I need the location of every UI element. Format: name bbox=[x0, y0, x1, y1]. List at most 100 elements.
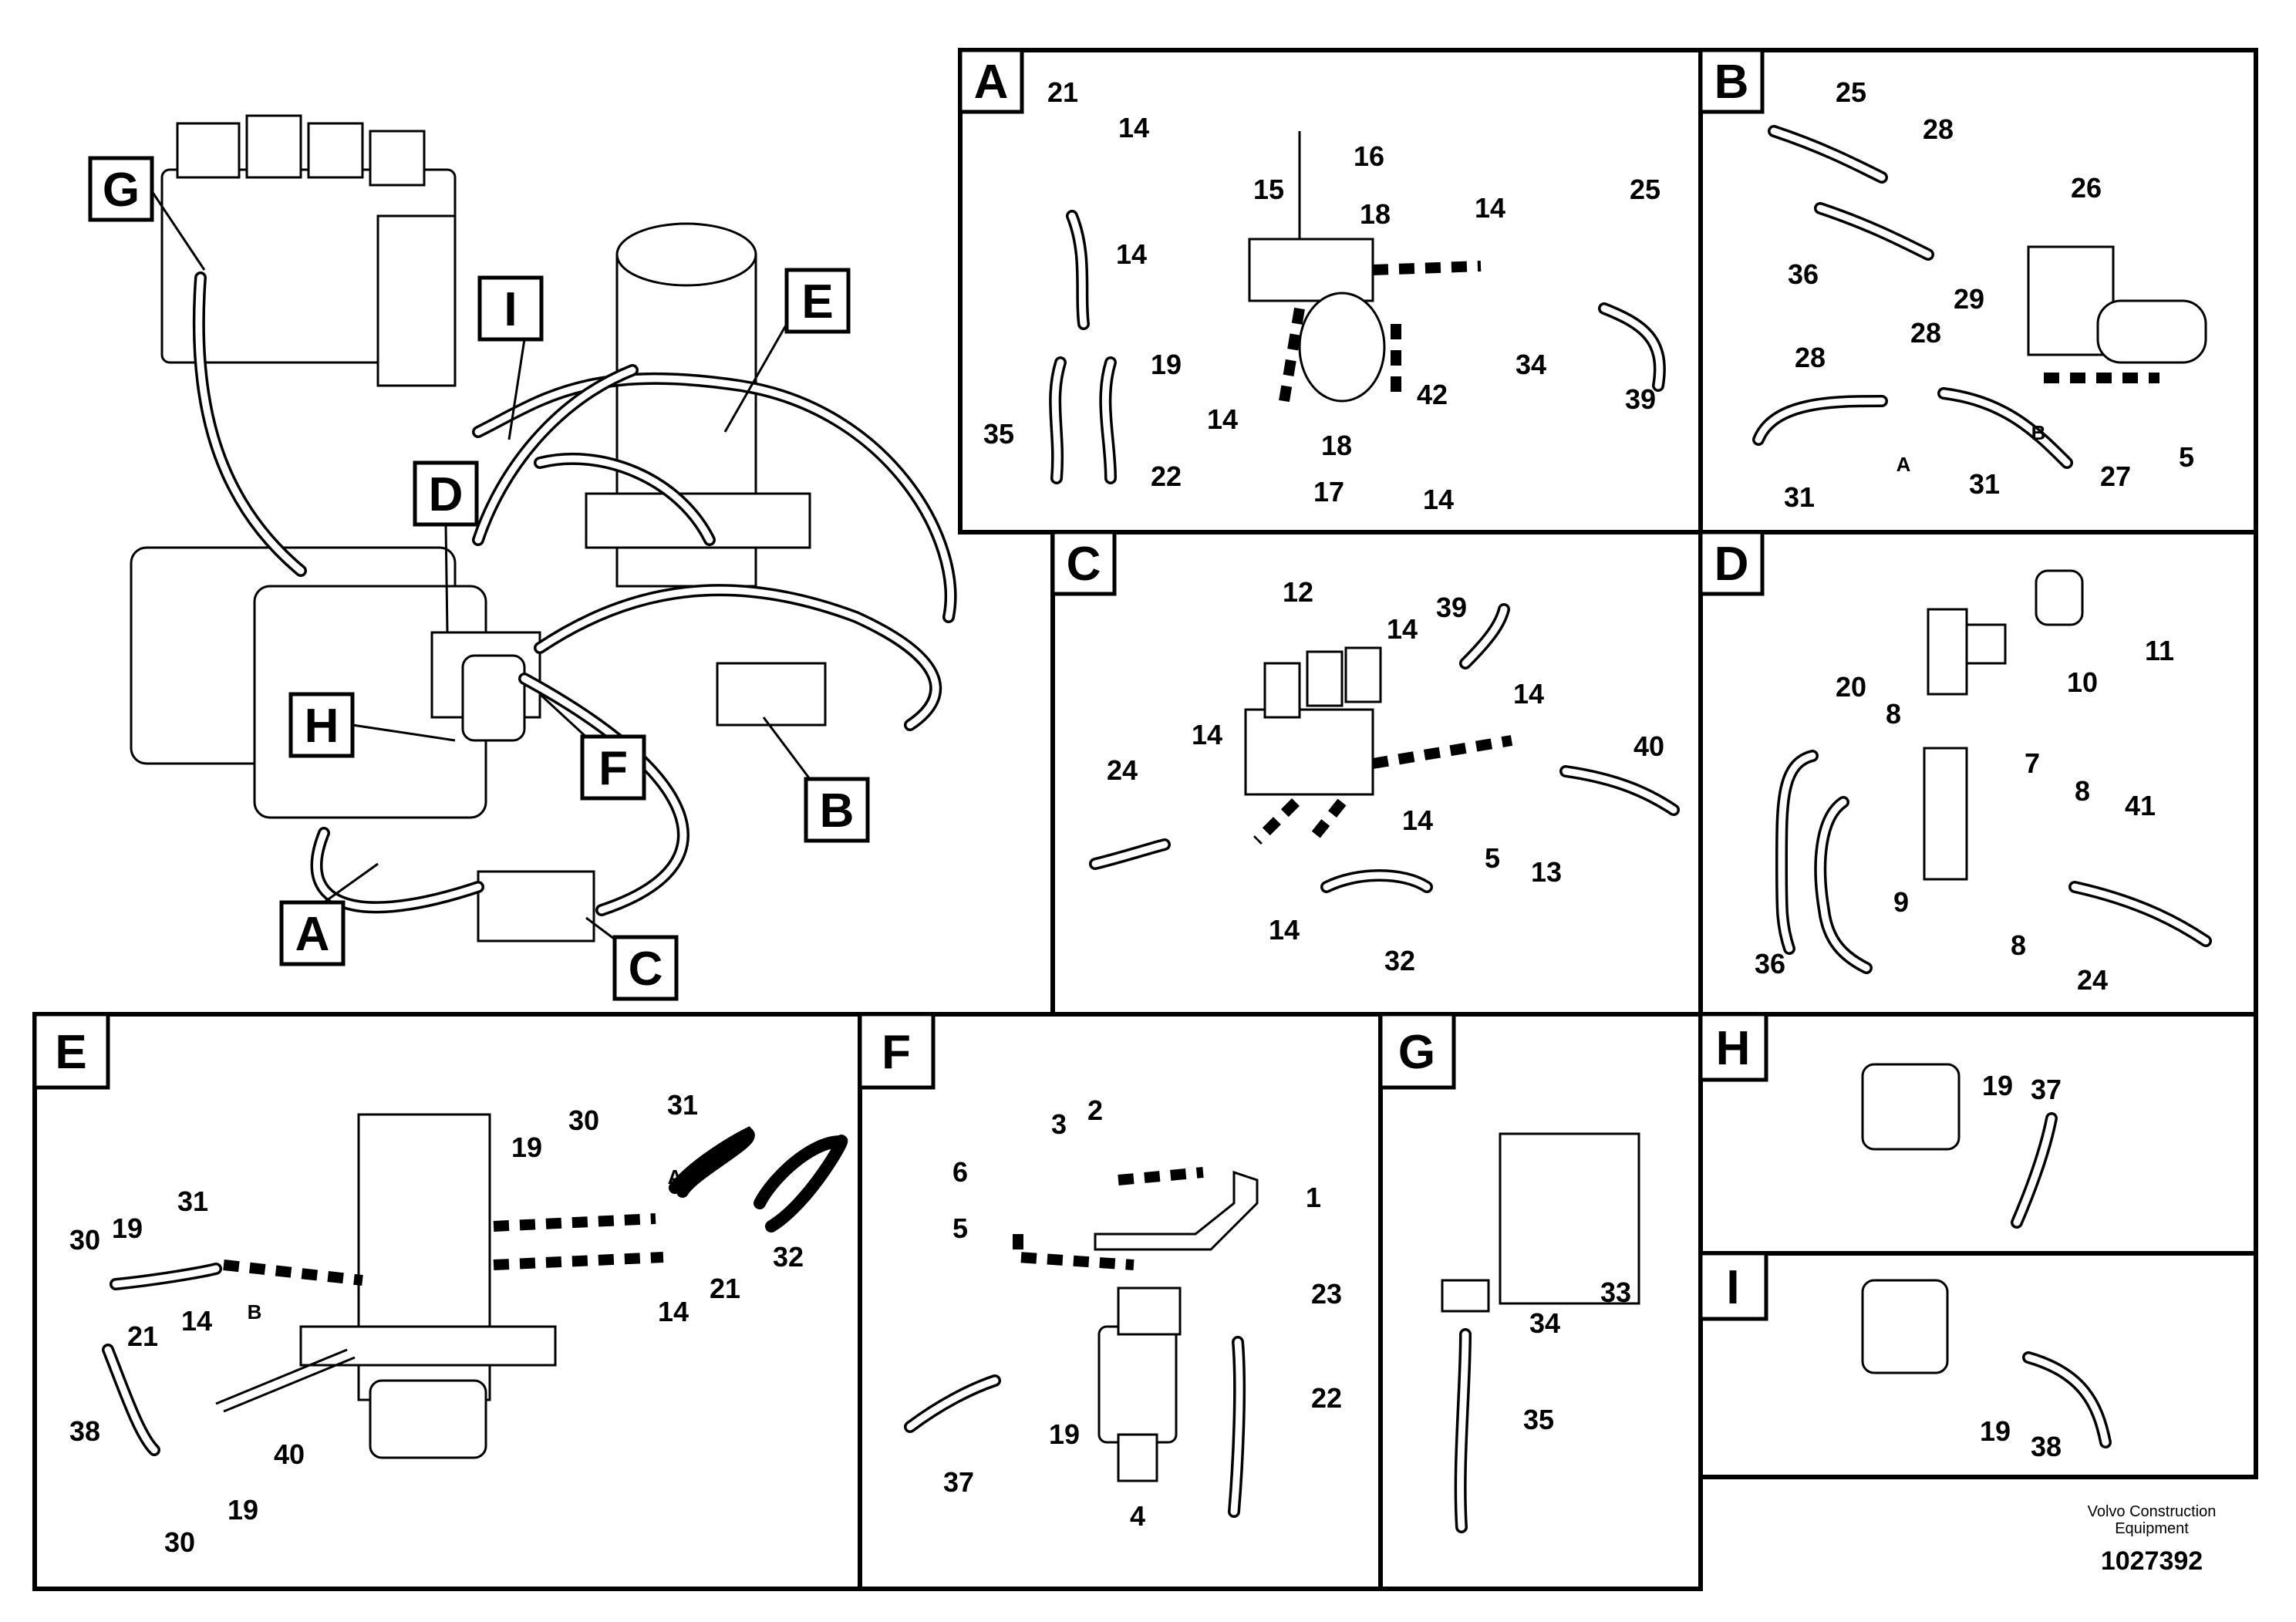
callout: 14 bbox=[181, 1305, 212, 1337]
panel-h-letter: H bbox=[1716, 1022, 1751, 1075]
tag-g[interactable] bbox=[88, 156, 154, 222]
panel-b: B 25 28 26 36 29 28 28 31 31 27 5 A B bbox=[1698, 48, 2258, 534]
callout: 13 bbox=[1531, 856, 1562, 888]
callout: 1 bbox=[1306, 1182, 1321, 1213]
panel-g: G 33 34 35 bbox=[1378, 1012, 1703, 1591]
callout: 34 bbox=[1529, 1307, 1560, 1339]
callout: 21 bbox=[1047, 76, 1078, 108]
callout: 2 bbox=[1087, 1094, 1103, 1126]
callout: 21 bbox=[127, 1320, 158, 1352]
callout: 28 bbox=[1795, 342, 1826, 373]
callout: 15 bbox=[1253, 174, 1284, 205]
callout: 37 bbox=[2031, 1074, 2062, 1105]
callout: 14 bbox=[1475, 192, 1505, 224]
callout: 28 bbox=[1923, 113, 1954, 145]
hose-end-label: A bbox=[668, 1165, 683, 1189]
callout: 14 bbox=[1387, 613, 1418, 645]
callout: 19 bbox=[1151, 349, 1182, 380]
callout: 27 bbox=[2100, 460, 2131, 492]
callout: 19 bbox=[511, 1131, 542, 1163]
hose-end-label: B bbox=[248, 1300, 262, 1324]
callout: 18 bbox=[1321, 430, 1352, 461]
callout: 26 bbox=[2071, 172, 2102, 204]
panel-h: H 19 37 bbox=[1698, 1012, 2258, 1256]
tag-i[interactable] bbox=[477, 275, 544, 342]
panel-d: D 11 10 20 8 7 8 41 9 8 36 24 bbox=[1698, 530, 2258, 1017]
tag-e[interactable] bbox=[784, 268, 851, 334]
tag-i-label: I bbox=[504, 283, 517, 336]
hose-end-label: B bbox=[2031, 421, 2046, 444]
callout: 14 bbox=[1402, 804, 1433, 836]
panel-g-letter: G bbox=[1398, 1026, 1435, 1079]
callout: 28 bbox=[1910, 317, 1941, 349]
callout: 20 bbox=[1836, 671, 1866, 703]
panel-a: A 21 14 16 15 18 14 25 14 34 39 35 19 22… bbox=[958, 48, 1703, 534]
panel-i-tag bbox=[1698, 1251, 1768, 1321]
tag-h[interactable] bbox=[288, 692, 355, 758]
callout: 12 bbox=[1283, 576, 1313, 608]
panel-i-letter: I bbox=[1726, 1261, 1739, 1314]
callout: 22 bbox=[1311, 1382, 1342, 1414]
callout: 38 bbox=[2031, 1431, 2062, 1462]
tag-c-label: C bbox=[629, 943, 663, 996]
callout: 41 bbox=[2125, 790, 2156, 821]
callout: 16 bbox=[1354, 140, 1384, 172]
callout: 40 bbox=[274, 1438, 305, 1470]
tag-f[interactable] bbox=[580, 734, 646, 801]
tag-a-label: A bbox=[295, 908, 330, 961]
callout: 21 bbox=[710, 1273, 740, 1304]
tag-a[interactable] bbox=[279, 900, 346, 966]
callout: 40 bbox=[1633, 730, 1664, 762]
callout: 30 bbox=[69, 1224, 100, 1256]
callout: 30 bbox=[164, 1526, 195, 1558]
panel-e: E 31 19 30 30 19 31 32 14 21 14 21 38 40… bbox=[32, 1012, 862, 1591]
panel-h-tag bbox=[1698, 1012, 1768, 1082]
callout: 14 bbox=[1423, 484, 1454, 515]
callout: 39 bbox=[1625, 383, 1656, 415]
callout: 33 bbox=[1600, 1276, 1631, 1308]
callout: 37 bbox=[943, 1466, 974, 1498]
callout: 4 bbox=[1130, 1500, 1145, 1532]
callout: 31 bbox=[667, 1089, 698, 1121]
drawing-number: 1027392 bbox=[2101, 1546, 2203, 1576]
tag-f-label: F bbox=[598, 742, 628, 795]
panel-e-letter: E bbox=[55, 1026, 86, 1079]
overview-assembly bbox=[130, 114, 957, 943]
callout: 8 bbox=[2075, 775, 2090, 807]
panel-f-letter: F bbox=[882, 1026, 911, 1079]
callout: 17 bbox=[1313, 476, 1344, 508]
panel-e-tag bbox=[32, 1012, 110, 1090]
panel-b-tag bbox=[1698, 48, 1765, 114]
hose-end-label: A bbox=[1896, 453, 1911, 476]
callout: 29 bbox=[1954, 283, 1984, 315]
callout: 19 bbox=[112, 1212, 143, 1244]
callout: 5 bbox=[1485, 842, 1500, 874]
callout: 5 bbox=[2179, 441, 2194, 473]
tag-b[interactable] bbox=[804, 777, 870, 843]
callout: 24 bbox=[2077, 964, 2108, 996]
callout: 7 bbox=[2025, 747, 2040, 779]
callout: 19 bbox=[1982, 1070, 2013, 1101]
callout: 14 bbox=[1513, 678, 1544, 710]
callout: 6 bbox=[952, 1156, 968, 1188]
panel-d-tag bbox=[1698, 530, 1765, 596]
callout: 25 bbox=[1630, 174, 1660, 205]
callout: 19 bbox=[228, 1494, 258, 1526]
footer: Volvo Construction Equipment 1027392 bbox=[2088, 1503, 2217, 1576]
tag-h-label: H bbox=[305, 700, 339, 753]
callout: 14 bbox=[1192, 719, 1222, 750]
callout: 32 bbox=[773, 1241, 804, 1273]
callout: 8 bbox=[2011, 929, 2026, 961]
callout: 9 bbox=[1893, 886, 1909, 918]
tag-c[interactable] bbox=[612, 935, 679, 1001]
callout: 25 bbox=[1836, 76, 1866, 108]
panel-a-letter: A bbox=[974, 56, 1009, 109]
brand-line-2: Equipment bbox=[2115, 1520, 2189, 1537]
panel-f: F 3 2 6 1 5 23 19 22 37 4 bbox=[858, 1012, 1383, 1591]
panel-c-letter: C bbox=[1067, 538, 1101, 591]
callout: 31 bbox=[177, 1185, 208, 1217]
tag-d[interactable] bbox=[413, 460, 479, 527]
callout: 35 bbox=[1523, 1404, 1554, 1435]
callout: 14 bbox=[658, 1296, 689, 1327]
callout: 14 bbox=[1118, 112, 1149, 143]
